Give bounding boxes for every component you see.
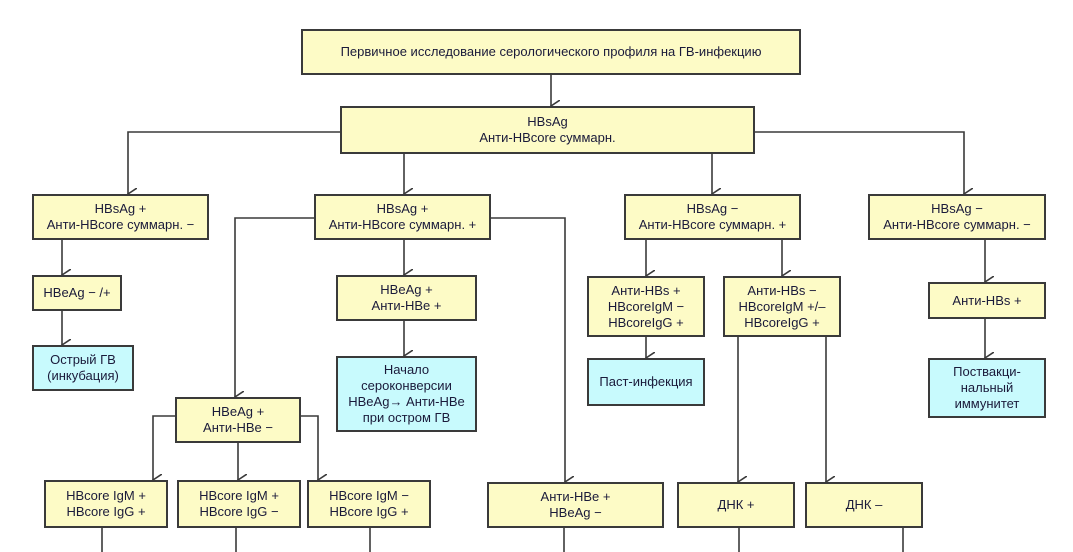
node-hbsag-pos-hbcore-pos: HBsAg + Анти-HBcore суммарн. + [314,194,491,240]
node-hbsag-pos-hbcore-neg: HBsAg + Анти-HBcore суммарн. − [32,194,209,240]
edge-b3-b3c [300,415,318,480]
root-node: Первичное исследование серологического п… [301,29,801,75]
node-antihbs-pos-vaccine: Анти-HBs + [928,282,1046,319]
node-hbeag-pos-antihbe-pos: HBeAg + Анти-HBe + [336,275,477,321]
node-igm-pos-igg-neg: HBcore IgM + HBcore IgG − [177,480,301,528]
node-hbsag-neg-hbcore-pos: HBsAg − Анти-HBcore суммарн. + [624,194,801,240]
root-label: Первичное исследование серологического п… [340,44,762,59]
outcome-acute-incubation: Острый ГВ (инкубация) [32,345,134,391]
node-antihbs-neg: Анти-HBs − HBcoreIgM +/– HBcoreIgG + [723,276,841,337]
node-hbsag-neg-hbcore-neg: HBsAg − Анти-HBcore суммарн. − [868,194,1046,240]
node-antihbs-pos: Анти-HBs + HBcoreIgM − HBcoreIgG + [587,276,705,337]
markers-node: HBsAg Анти-HBcore суммарн. [340,106,755,154]
outcome-past-infection: Паст-инфекция [587,358,705,406]
edge-b-b3 [235,217,314,397]
node-dna-neg: ДНК – [805,482,923,528]
node-hbeag-pos-antihbe-neg: HBeAg + Анти-HBe − [175,397,301,443]
node-antihbe-pos-hbeag-neg: Анти-HBe + HBeAg − [487,482,664,528]
outcome-seroconversion-start: Начало сероконверсии HBeAg→ Анти-HBe при… [336,356,477,432]
node-hbeag-neg-pos: HBeAg − /+ [32,275,122,311]
edge-b-b4 [490,217,565,482]
outcome-postvaccine-immunity: Поствакци- нальный иммунитет [928,358,1046,418]
node-igm-pos-igg-pos: HBcore IgM + HBcore IgG + [44,480,168,528]
markers-label: HBsAg Анти-HBcore суммарн. [479,114,616,145]
edge-markers-a [128,131,340,194]
edge-b3-b3a [153,415,176,480]
node-igm-neg-igg-pos: HBcore IgM − HBcore IgG + [307,480,431,528]
edge-markers-d [754,131,964,194]
node-dna-pos: ДНК + [677,482,795,528]
